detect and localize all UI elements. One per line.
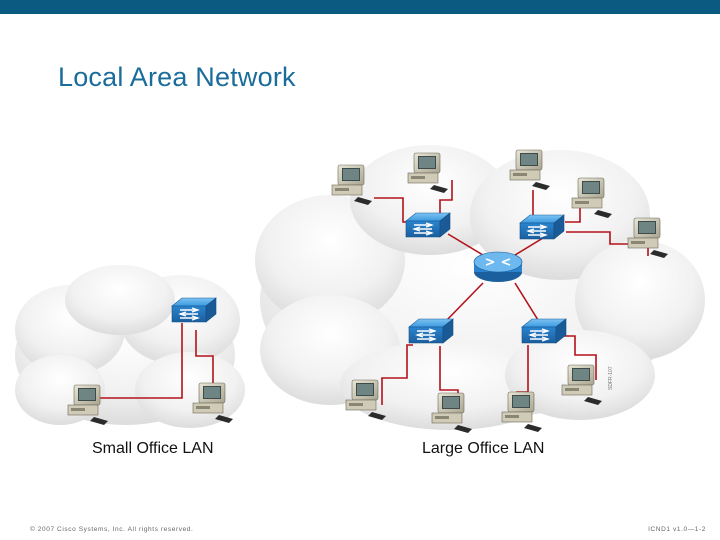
switch-icon	[521, 318, 567, 344]
slide-title: Local Area Network	[58, 62, 296, 92]
header-bar	[0, 0, 720, 14]
large-office-cloud-icon	[255, 145, 705, 430]
link	[95, 323, 183, 399]
switch-icon	[519, 214, 565, 240]
copyright-footer: © 2007 Cisco Systems, Inc. All rights re…	[30, 526, 194, 533]
link	[514, 237, 544, 256]
switch-icon	[405, 212, 451, 238]
link	[374, 197, 408, 223]
link	[381, 344, 413, 405]
link	[444, 282, 484, 323]
router-icon	[473, 251, 523, 282]
figure-id: SDFR-107	[608, 366, 614, 390]
slide-number-footer: ICND1 v1.0—1-2	[648, 526, 706, 533]
link	[439, 180, 453, 216]
link	[447, 233, 484, 256]
link	[195, 330, 214, 384]
switch-icon	[408, 318, 454, 344]
large-office-caption: Large Office LAN	[422, 440, 545, 457]
link	[560, 335, 597, 380]
switch-icon	[171, 297, 217, 323]
link	[514, 282, 539, 321]
small-office-caption: Small Office LAN	[92, 440, 214, 457]
